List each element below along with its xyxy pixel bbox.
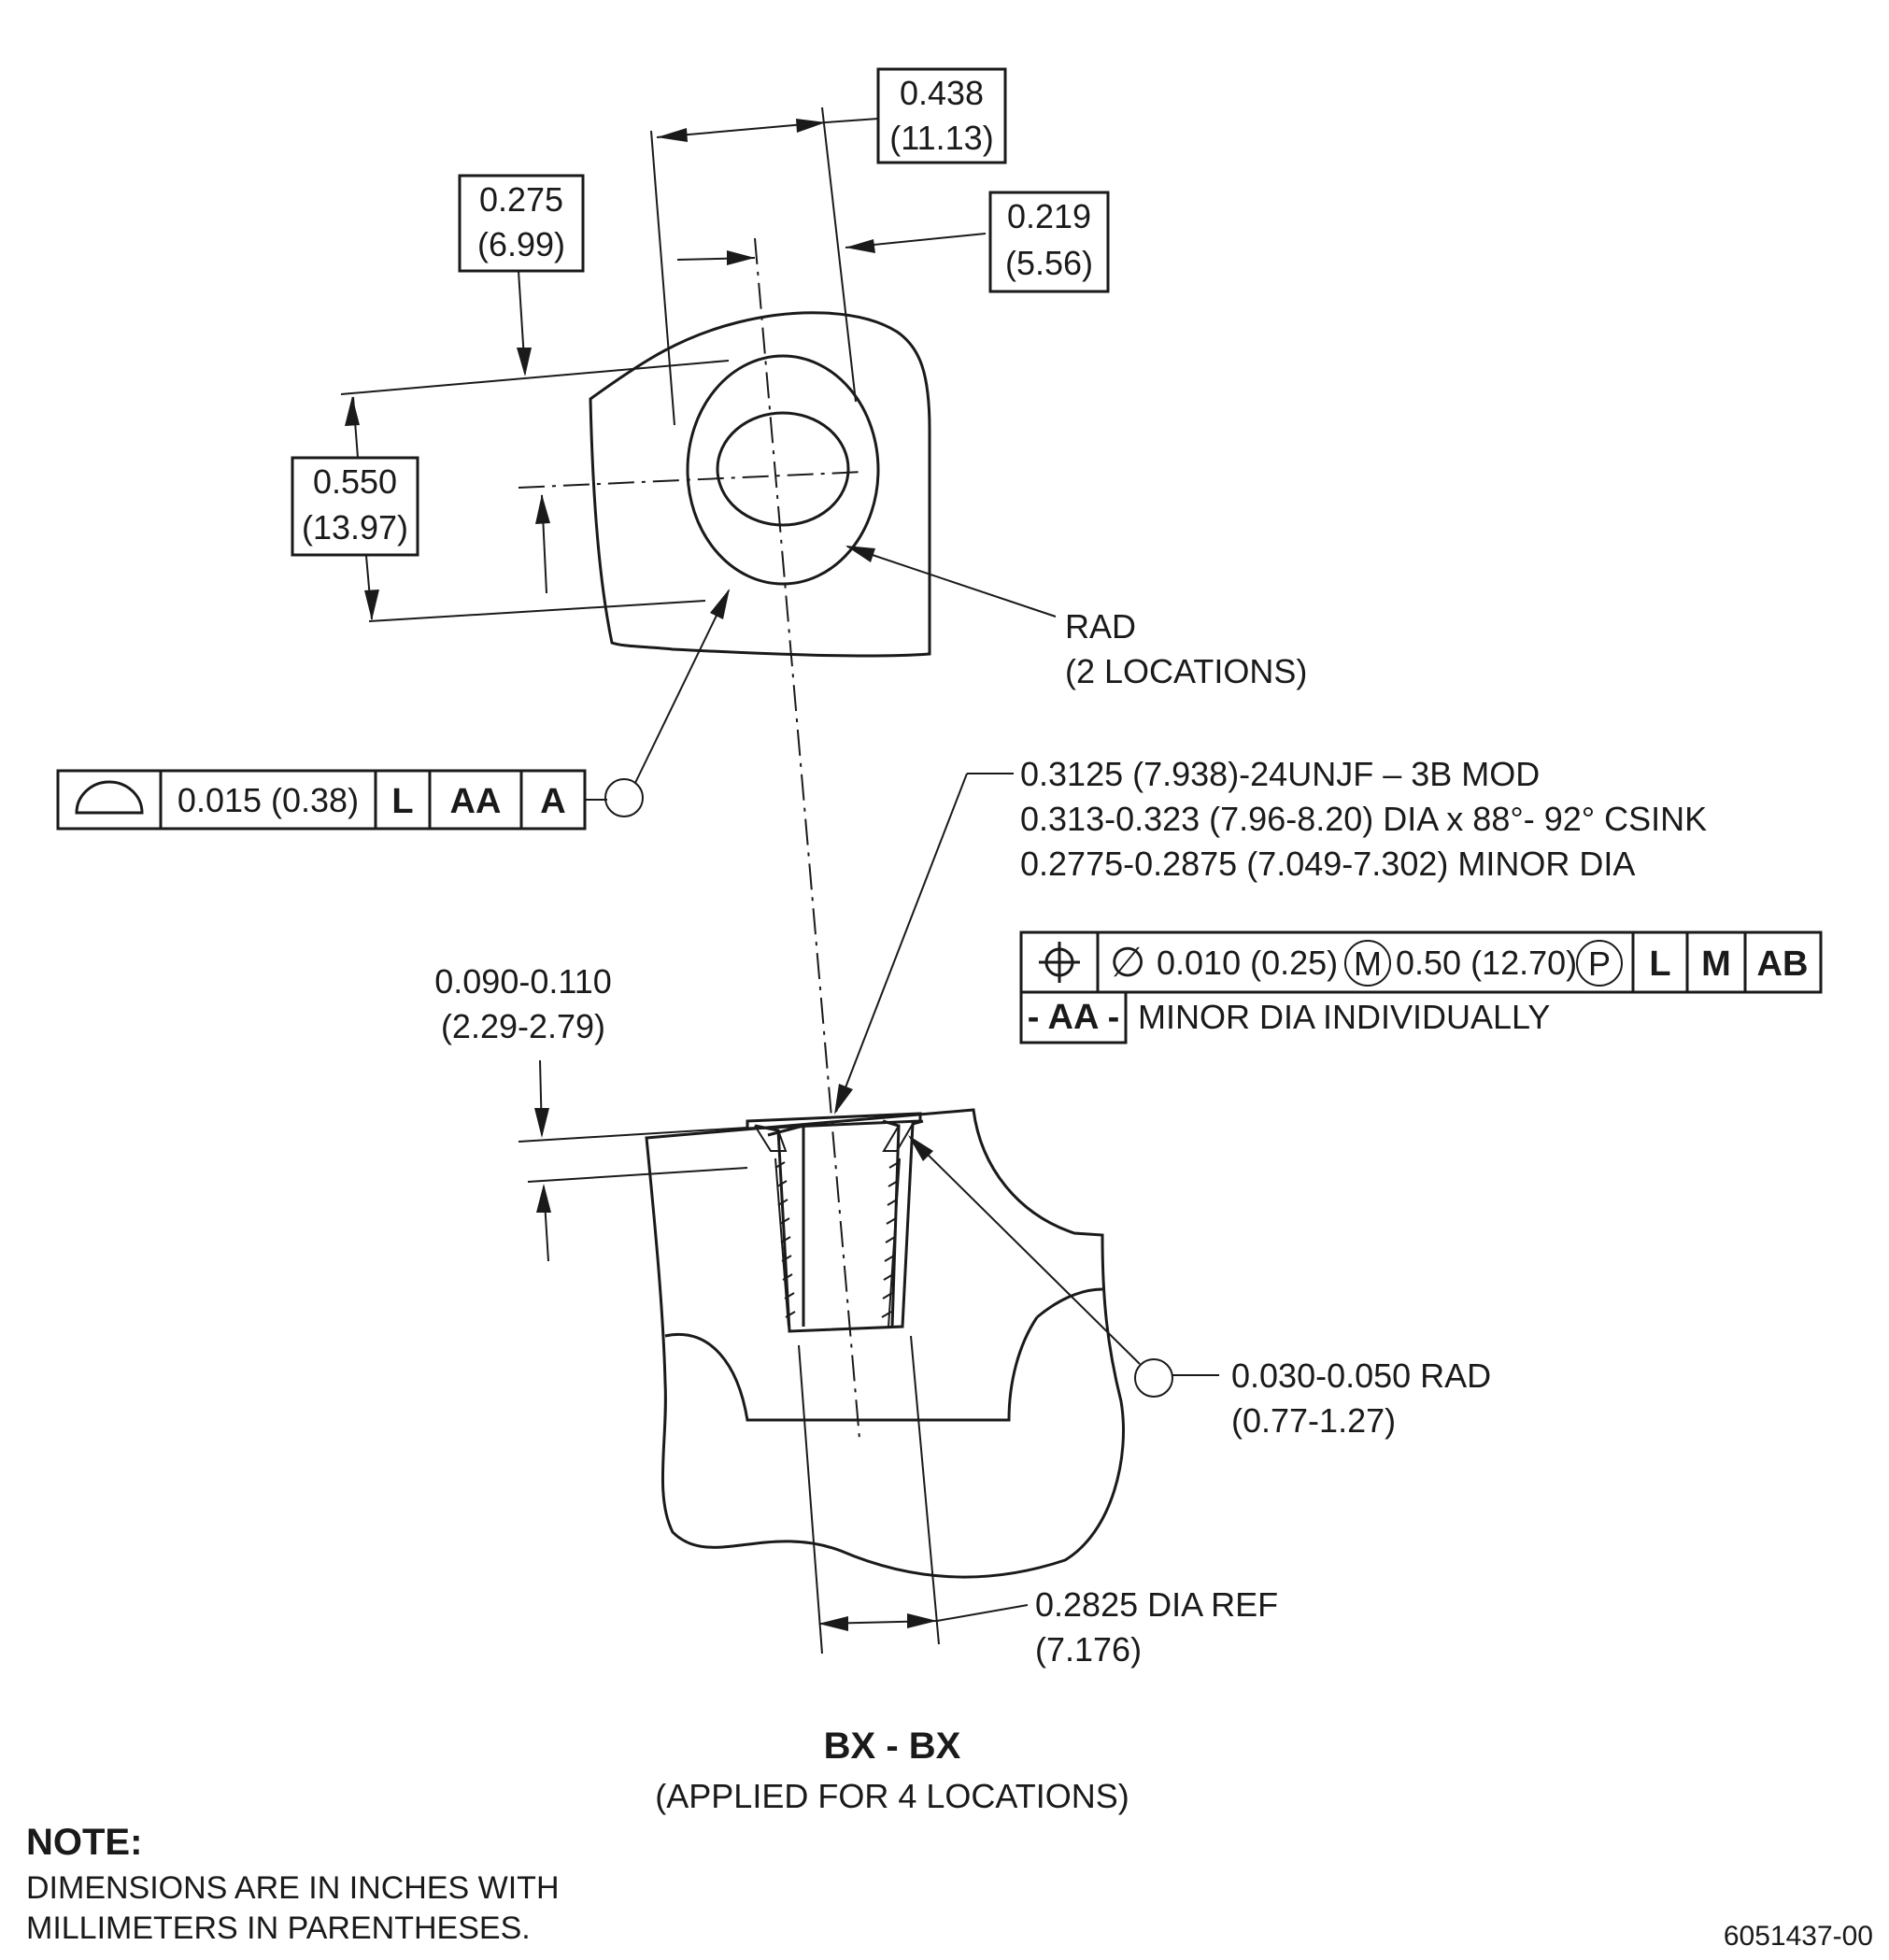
dia-ref-mm: (7.176) (1035, 1630, 1142, 1669)
ext-line-dia-right (910, 1335, 940, 1645)
profile-of-surface-icon (75, 780, 144, 815)
csink-depth-mm: (2.29-2.79) (441, 1007, 605, 1045)
dim-0219-mm: (5.56) (1005, 244, 1093, 282)
dim-0275-mm: (6.99) (477, 225, 565, 263)
fcf-profile-frame (56, 769, 587, 831)
arrowhead (710, 589, 730, 619)
position-tolerance-frame: ∅ 0.010 (0.25) M 0.50 (12.70) P L M AB -… (1019, 930, 1823, 1044)
dim-0438-mm: (11.13) (889, 119, 993, 157)
edge-rad-mm: (0.77-1.27) (1231, 1401, 1396, 1440)
profile-datum-l: L (391, 782, 413, 821)
thread-callout: 0.3125 (7.938)-24UNJF – 3B MOD 0.313-0.3… (834, 755, 1707, 1115)
dim-box-0550 (291, 456, 419, 557)
edge-rad-inch: 0.030-0.050 RAD (1231, 1356, 1491, 1395)
position-datum-m: M (1701, 944, 1731, 984)
section-subtitle: (APPLIED FOR 4 LOCATIONS) (655, 1777, 1129, 1815)
mmc-modifier-icon (1344, 940, 1391, 987)
projected-zone-value: 0.50 (12.70) (1396, 944, 1577, 982)
ext-line-0438-left (650, 130, 675, 426)
leader-rad (846, 546, 1057, 618)
position-icon (1039, 942, 1080, 983)
leader-profile (634, 589, 730, 784)
threaded-hole (746, 1112, 924, 1333)
section-title: BX - BX (824, 1726, 961, 1767)
dim-0219-inch: 0.219 (1007, 197, 1091, 235)
profile-datum-a: A (540, 782, 565, 821)
dia-ref-inch: 0.2825 DIA REF (1035, 1585, 1278, 1624)
all-around-circle-icon (604, 778, 644, 817)
dim-box-0275 (458, 174, 585, 273)
ext-line-0550-top (340, 360, 730, 395)
ext-line-csink-top (518, 1127, 748, 1143)
projected-letter: P (1588, 944, 1611, 983)
position-datum-ab: AB (1757, 944, 1809, 984)
boss-outer-circle (686, 354, 880, 586)
dim-0550-inch: 0.550 (313, 462, 397, 501)
ext-line-dia-left (798, 1344, 823, 1655)
arrowhead (845, 546, 875, 562)
dim-0275-inch: 0.275 (479, 180, 563, 219)
arrowhead (834, 1084, 853, 1115)
projected-zone-modifier-icon (1576, 940, 1623, 987)
thread-callout-line3: 0.2775-0.2875 (7.049-7.302) MINOR DIA (1020, 845, 1635, 883)
arrowhead (535, 494, 550, 524)
note-line1: DIMENSIONS ARE IN INCHES WITH (26, 1870, 560, 1906)
dim-box-0219 (988, 191, 1110, 293)
position-datum-l: L (1649, 944, 1670, 984)
top-horizontal-centerline (518, 471, 865, 489)
arrowhead (345, 396, 360, 426)
drawing-number: 6051437-00 (1724, 1921, 1873, 1952)
profile-tolerance-value: 0.015 (0.38) (178, 781, 359, 819)
arrowhead (536, 1184, 551, 1213)
rad-locations: (2 LOCATIONS) (1065, 652, 1307, 690)
arrowhead (364, 589, 379, 620)
ext-line-0438-right (821, 107, 857, 403)
arrowhead (907, 1613, 937, 1628)
note-heading: NOTE: (26, 1822, 142, 1863)
thread-callout-line2: 0.313-0.323 (7.96-8.20) DIA x 88°- 92° C… (1020, 800, 1707, 838)
ext-line-csink-bottom (527, 1167, 748, 1183)
datum-feature-aa: - AA - (1028, 998, 1120, 1037)
dim-0438-inch: 0.438 (900, 74, 984, 112)
leader-0438 (825, 118, 879, 123)
arrowhead (727, 250, 755, 265)
position-tolerance-value: 0.010 (0.25) (1157, 944, 1338, 982)
top-view: 0.438 (11.13) 0.219 (5.56) 0.275 (6.99) … (291, 67, 1307, 1440)
csink-depth-inch: 0.090-0.110 (434, 962, 612, 1001)
hole-inner-circle (716, 411, 850, 527)
profile-datum-aa: AA (450, 782, 502, 821)
arrowhead (818, 1616, 848, 1631)
ext-line-0550-bottom (368, 600, 706, 622)
dim-0550-mm: (13.97) (302, 508, 408, 547)
arrowhead (517, 348, 532, 376)
note-line2: MILLIMETERS IN PARENTHESES. (26, 1910, 531, 1946)
thread-callout-line1: 0.3125 (7.938)-24UNJF – 3B MOD (1020, 755, 1540, 793)
edge-rad-circle-icon (1134, 1358, 1173, 1398)
leader-edge-rad-slant (910, 1137, 1141, 1365)
section-part-outline (645, 1108, 1125, 1579)
arrowhead (796, 119, 826, 133)
rad-label: RAD (1065, 607, 1136, 646)
diameter-icon: ∅ (1110, 940, 1145, 986)
arrowhead (845, 239, 875, 253)
profile-tolerance-frame: 0.015 (0.38) L AA A (56, 589, 730, 831)
section-right-lobe (1036, 1287, 1103, 1319)
arrowhead (908, 1135, 933, 1161)
datum-feature-box (1019, 990, 1128, 1044)
arrowhead (657, 128, 688, 142)
section-inner-pocket (664, 1316, 1039, 1422)
leader-thread-slant (835, 773, 968, 1113)
dim-box-0438 (876, 67, 1007, 164)
arrowhead (534, 1108, 549, 1138)
top-part-outline (589, 311, 931, 658)
mmc-letter: M (1354, 944, 1382, 983)
top-vertical-centerline (754, 237, 860, 1440)
section-view: 0.090-0.110 (2.29-2.79) 0.030-0.050 RAD … (434, 962, 1491, 1669)
minor-dia-note: MINOR DIA INDIVIDUALLY (1138, 998, 1550, 1036)
leader-dia-ref (936, 1604, 1029, 1622)
